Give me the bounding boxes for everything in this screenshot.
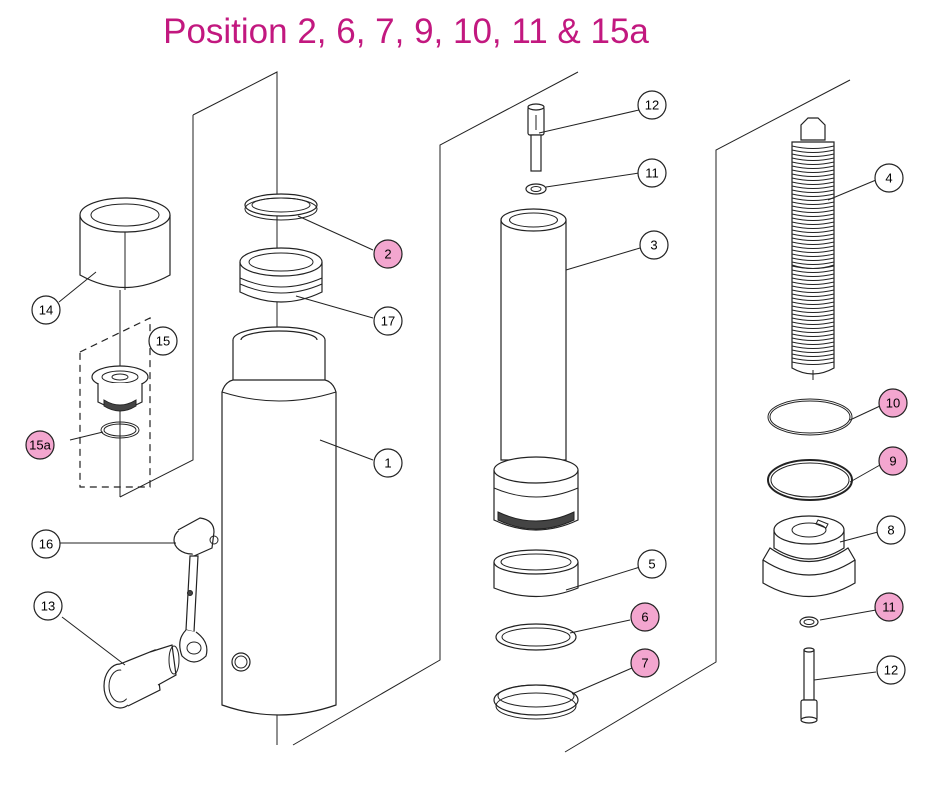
callout-6: 6	[630, 602, 660, 632]
svg-text:5: 5	[648, 557, 655, 572]
screw-part-12-top	[527, 103, 545, 172]
callout-17: 17	[373, 306, 403, 336]
svg-text:12: 12	[884, 663, 898, 678]
callout-12-top: 12	[637, 90, 667, 120]
threaded-rod-part-4	[791, 117, 835, 380]
callout-10: 10	[878, 388, 908, 418]
callout-8: 8	[876, 515, 906, 545]
svg-text:12: 12	[645, 98, 659, 113]
svg-text:14: 14	[39, 303, 53, 318]
callout-2: 2	[373, 239, 403, 269]
svg-text:8: 8	[887, 523, 894, 538]
oring-part-15a	[100, 421, 140, 439]
washer-part-11-top	[525, 183, 547, 195]
ring-part-10	[767, 398, 853, 436]
callout-11-bottom: 11	[874, 592, 904, 622]
cylinder-body-part	[221, 326, 337, 716]
callout-9: 9	[878, 446, 908, 476]
svg-text:11: 11	[882, 600, 896, 615]
svg-text:4: 4	[885, 171, 892, 186]
svg-text:15: 15	[156, 334, 170, 349]
callout-16: 16	[31, 529, 61, 559]
svg-text:11: 11	[645, 166, 659, 181]
svg-text:2: 2	[384, 247, 391, 262]
svg-text:13: 13	[41, 599, 55, 614]
leader-lines	[58, 109, 881, 695]
callout-4: 4	[874, 163, 904, 193]
callout-5: 5	[637, 549, 667, 579]
callout-bubbles: 2 17 14 15 15a 1 16 13 12 11 3 5 6 7 4 1…	[25, 90, 908, 685]
coupler-part-13	[103, 644, 180, 709]
svg-text:10: 10	[886, 396, 900, 411]
ring-part-2	[244, 193, 318, 221]
svg-text:1: 1	[384, 456, 391, 471]
ring-part-5	[493, 549, 579, 598]
bushing-part-17	[239, 247, 323, 303]
callout-1: 1	[373, 448, 403, 478]
dust-cap-part-16	[173, 517, 219, 663]
washer-part-11-bottom	[799, 616, 819, 628]
svg-text:15a: 15a	[29, 438, 51, 453]
svg-text:16: 16	[39, 537, 53, 552]
svg-text:3: 3	[650, 238, 657, 253]
callout-7: 7	[630, 648, 660, 678]
ring-part-9	[767, 459, 853, 501]
callout-13: 13	[33, 591, 63, 621]
callout-14: 14	[31, 295, 61, 325]
ring-part-6	[495, 623, 577, 651]
callout-11-top: 11	[637, 158, 667, 188]
callout-15: 15	[148, 326, 178, 356]
ring-part-7	[493, 684, 579, 720]
kit-part-15	[79, 290, 151, 497]
svg-text:7: 7	[641, 656, 648, 671]
callout-3: 3	[639, 230, 669, 260]
gland-part-8	[762, 515, 856, 597]
svg-text:9: 9	[889, 454, 896, 469]
svg-text:6: 6	[641, 610, 648, 625]
piston-rod-part-3	[493, 208, 579, 531]
page-title: Position 2, 6, 7, 9, 10, 11 & 15a	[163, 12, 649, 51]
svg-text:17: 17	[381, 314, 395, 329]
callout-12-bottom: 12	[876, 655, 906, 685]
cap-part-14	[79, 197, 171, 290]
screw-part-12-bottom	[800, 647, 818, 724]
callout-15a: 15a	[25, 430, 55, 460]
